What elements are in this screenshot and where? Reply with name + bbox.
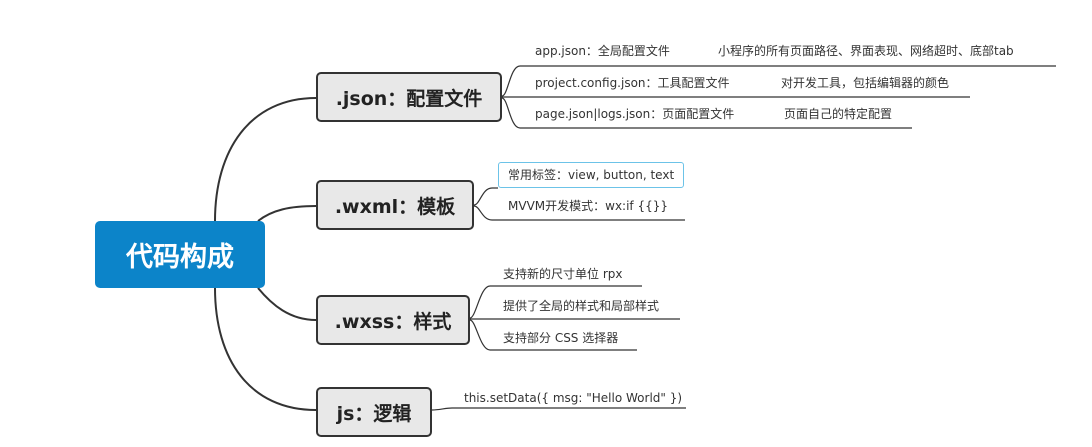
json-child-page-desc-text: 页面自己的特定配置 bbox=[784, 107, 893, 121]
connector-wxml-child-1 bbox=[473, 187, 498, 206]
connector-js-child-1 bbox=[431, 407, 686, 411]
branch-wxml-label: .wxml：模板 bbox=[334, 195, 456, 218]
json-child-project[interactable]: project.config.json：工具配置文件 bbox=[535, 75, 730, 91]
wxml-child-mvvm[interactable]: MVVM开发模式：wx:if {{}} bbox=[508, 198, 668, 214]
js-child-setdata-label: this.setData({ msg: "Hello World" }) bbox=[464, 391, 683, 405]
branch-js-label: js：逻辑 bbox=[336, 402, 412, 425]
branch-wxml[interactable]: .wxml：模板 bbox=[316, 180, 474, 230]
wxml-child-tags[interactable]: 常用标签：view, button, text bbox=[498, 162, 685, 188]
json-child-project-label: project.config.json：工具配置文件 bbox=[535, 76, 730, 90]
json-child-page[interactable]: page.json|logs.json：页面配置文件 bbox=[535, 106, 734, 122]
branch-wxss-label: .wxss：样式 bbox=[334, 310, 452, 333]
json-child-app-desc[interactable]: 小程序的所有页面路径、界面表现、网络超时、底部tab bbox=[718, 43, 1014, 59]
connector-root-wxss bbox=[257, 287, 317, 321]
wxss-child-rpx[interactable]: 支持新的尺寸单位 rpx bbox=[503, 266, 622, 282]
root-label: 代码构成 bbox=[126, 242, 234, 273]
wxss-child-css[interactable]: 支持部分 CSS 选择器 bbox=[503, 330, 618, 346]
json-child-project-desc[interactable]: 对开发工具，包括编辑器的颜色 bbox=[781, 75, 949, 91]
json-child-app-label: app.json：全局配置文件 bbox=[535, 44, 670, 58]
json-child-project-desc-text: 对开发工具，包括编辑器的颜色 bbox=[781, 76, 950, 90]
root-node[interactable]: 代码构成 bbox=[95, 221, 265, 288]
connector-root-json bbox=[214, 97, 317, 222]
json-child-page-label: page.json|logs.json：页面配置文件 bbox=[535, 107, 735, 121]
wxss-child-global-label: 提供了全局的样式和局部样式 bbox=[503, 299, 660, 313]
json-child-app-desc-text: 小程序的所有页面路径、界面表现、网络超时、底部tab bbox=[718, 44, 1014, 58]
wxml-child-tags-label: 常用标签：view, button, text bbox=[508, 168, 675, 182]
wxml-child-mvvm-label: MVVM开发模式：wx:if {{}} bbox=[508, 199, 668, 213]
branch-json[interactable]: .json：配置文件 bbox=[316, 72, 502, 122]
connector-root-wxml bbox=[257, 205, 317, 222]
branch-wxss[interactable]: .wxss：样式 bbox=[316, 295, 470, 345]
wxss-child-css-label: 支持部分 CSS 选择器 bbox=[503, 331, 619, 345]
wxss-child-global[interactable]: 提供了全局的样式和局部样式 bbox=[503, 298, 659, 314]
branch-json-label: .json：配置文件 bbox=[335, 87, 483, 110]
branch-js[interactable]: js：逻辑 bbox=[316, 387, 432, 437]
js-child-setdata[interactable]: this.setData({ msg: "Hello World" }) bbox=[464, 390, 682, 406]
json-child-app[interactable]: app.json：全局配置文件 bbox=[535, 43, 670, 59]
json-child-page-desc[interactable]: 页面自己的特定配置 bbox=[784, 106, 892, 122]
connector-root-js bbox=[214, 287, 317, 411]
wxss-child-rpx-label: 支持新的尺寸单位 rpx bbox=[503, 267, 623, 281]
